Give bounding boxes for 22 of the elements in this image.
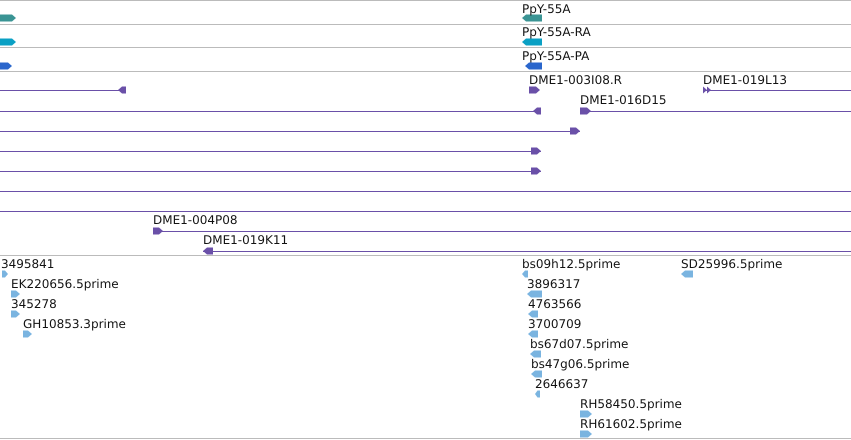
feature-label: bs47g06.5prime	[531, 357, 630, 371]
feature-label: 345278	[11, 297, 57, 311]
feature-label: DME1-003I08.R	[529, 73, 622, 87]
feature-label: GH10853.3prime	[23, 317, 126, 331]
feature-label: DME1-004P08	[153, 213, 238, 227]
feature-label: 4763566	[528, 297, 582, 311]
feature-label: PpY-55A-PA	[522, 49, 590, 63]
feature-label: 2646637	[535, 377, 588, 391]
feature-label: DME1-016D15	[580, 93, 667, 107]
feature-label: SD25996.5prime	[681, 257, 782, 271]
feature-label: bs67d07.5prime	[530, 337, 628, 351]
feature-label: 3700709	[528, 317, 582, 331]
feature-label: PpY-55A	[522, 2, 571, 16]
feature-label: DME1-019K11	[203, 233, 288, 247]
feature-label: 3495841	[1, 257, 54, 271]
feature-label: RH58450.5prime	[580, 397, 682, 411]
feature-label: RH61602.5prime	[580, 417, 682, 431]
feature-label: DME1-019L13	[703, 73, 787, 87]
feature-label: 3896317	[527, 277, 580, 291]
feature-label: bs09h12.5prime	[522, 257, 620, 271]
feature-label: PpY-55A-RA	[522, 25, 591, 39]
feature-label: EK220656.5prime	[11, 277, 119, 291]
